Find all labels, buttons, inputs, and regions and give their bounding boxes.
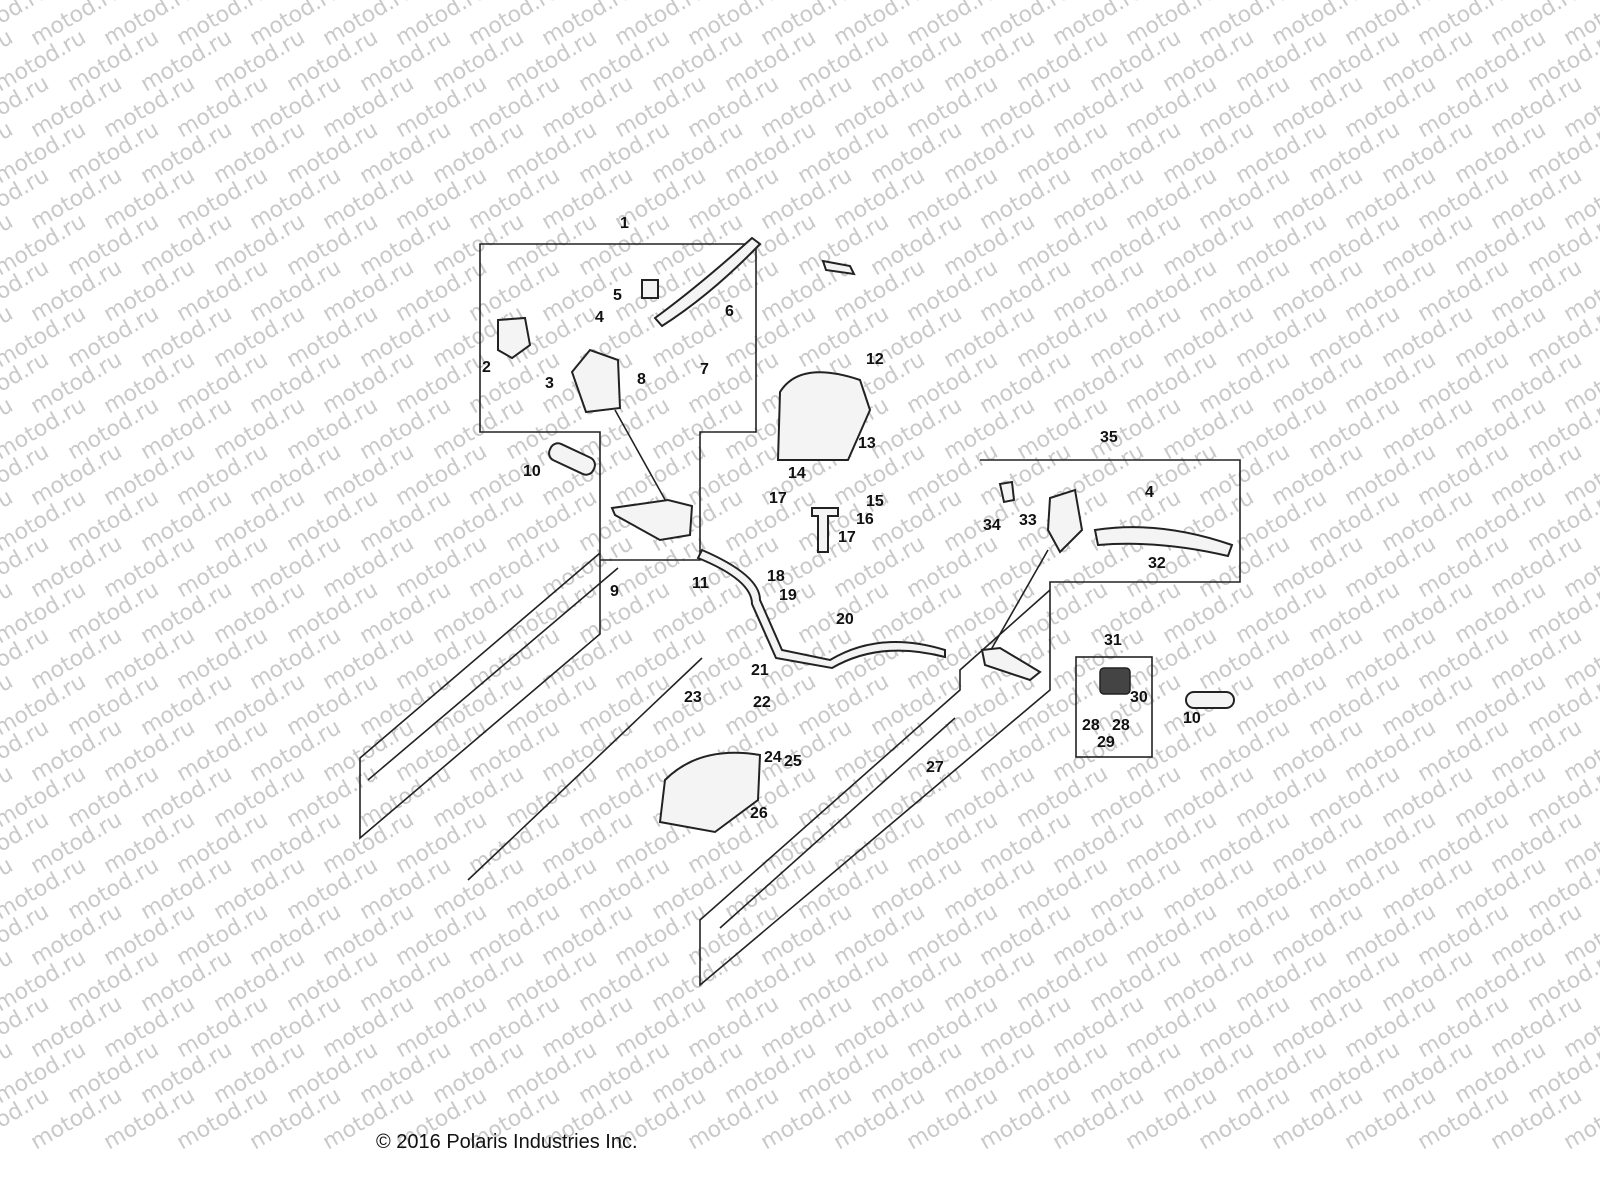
callout-16: 16 <box>856 511 874 528</box>
callout-18: 18 <box>767 568 785 585</box>
callout-2: 2 <box>482 359 491 376</box>
grip-10-right <box>1185 691 1235 709</box>
callout-28: 28 <box>1112 717 1130 734</box>
callout-3: 3 <box>545 375 554 392</box>
watermark-text: motod.ru <box>1597 0 1600 5</box>
callout-33: 33 <box>1019 512 1037 529</box>
callout-12: 12 <box>866 351 884 368</box>
callout-1: 1 <box>620 215 629 232</box>
callout-26: 26 <box>750 805 768 822</box>
switch-31 <box>1099 667 1131 695</box>
callout-31: 31 <box>1104 632 1122 649</box>
callout-19: 19 <box>779 587 797 604</box>
callout-10: 10 <box>1183 710 1201 727</box>
callout-27: 27 <box>926 759 944 776</box>
callout-23: 23 <box>684 689 702 706</box>
callout-15: 15 <box>866 493 884 510</box>
callout-13: 13 <box>858 435 876 452</box>
callout-20: 20 <box>836 611 854 628</box>
callout-6: 6 <box>725 303 734 320</box>
callout-17: 17 <box>838 529 856 546</box>
callout-11: 11 <box>692 575 709 592</box>
callout-4: 4 <box>1145 484 1154 501</box>
callout-8: 8 <box>637 371 646 388</box>
callout-4: 4 <box>595 309 604 326</box>
callout-32: 32 <box>1148 555 1166 572</box>
callout-29: 29 <box>1097 734 1115 751</box>
callout-7: 7 <box>700 361 709 378</box>
callout-17: 17 <box>769 490 787 507</box>
watermark-layer: motod.rumotod.rumotod.rumotod.rumotod.ru… <box>0 0 1600 1155</box>
callout-35: 35 <box>1100 429 1118 446</box>
callout-5: 5 <box>613 287 622 304</box>
callout-14: 14 <box>788 465 806 482</box>
callout-25: 25 <box>784 753 802 770</box>
callout-28: 28 <box>1082 717 1100 734</box>
callout-24: 24 <box>764 749 782 766</box>
bracket-5 <box>641 279 659 299</box>
callout-9: 9 <box>610 583 619 600</box>
callout-30: 30 <box>1130 689 1148 706</box>
callout-10: 10 <box>523 463 541 480</box>
cover-13 <box>776 371 872 461</box>
callout-21: 21 <box>751 662 769 679</box>
callout-34: 34 <box>983 517 1001 534</box>
callout-22: 22 <box>753 694 771 711</box>
copyright-text: © 2016 Polaris Industries Inc. <box>376 1131 638 1153</box>
